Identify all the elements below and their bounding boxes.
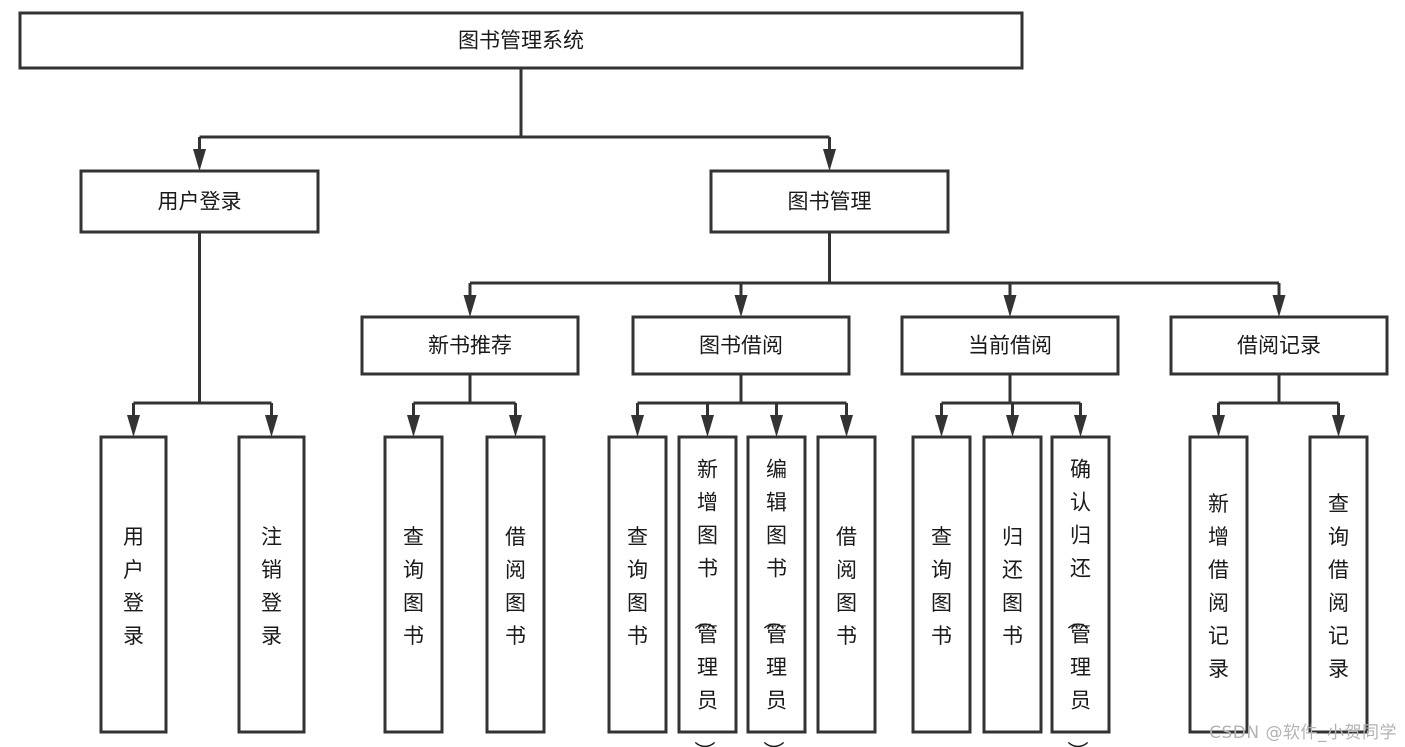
node-leaf-add-record-box[interactable]	[1188, 435, 1249, 734]
node-leaf-borrow-book-2-box[interactable]	[816, 435, 877, 734]
node-leaf-query-book-3[interactable]: 查询图书	[911, 435, 972, 734]
node-leaf-add-record[interactable]: 新增借阅记录	[1188, 435, 1249, 734]
node-leaf-add-book-box[interactable]	[677, 435, 738, 734]
connector-group-root	[193, 68, 836, 171]
node-user-login-box[interactable]	[79, 169, 320, 234]
node-book-borrow-box[interactable]	[631, 315, 851, 376]
connector-layer	[127, 68, 1345, 437]
node-leaf-borrow-book-1[interactable]: 借阅图书	[485, 435, 546, 734]
node-leaf-query-book-2-box[interactable]	[607, 435, 668, 734]
node-leaf-user-login[interactable]: 用户登录	[99, 435, 168, 734]
node-leaf-query-book-3-label: 查询图书	[931, 525, 952, 648]
node-leaf-edit-book-label: 编辑图书（管理员）	[761, 458, 787, 747]
node-leaf-logout[interactable]: 注销登录	[237, 435, 306, 734]
node-leaf-confirm-return-label: 确认归还（管理员）	[1065, 458, 1091, 747]
node-root[interactable]: 图书管理系统	[18, 11, 1024, 70]
node-new-book-recommend[interactable]: 新书推荐	[360, 315, 580, 376]
node-leaf-user-login-label: 用户登录	[123, 525, 144, 648]
node-leaf-query-record-label: 查询借阅记录	[1328, 492, 1349, 681]
node-new-book-recommend-box[interactable]	[360, 315, 580, 376]
node-leaf-borrow-book-1-label: 借阅图书	[505, 525, 526, 648]
node-leaf-query-book-3-box[interactable]	[911, 435, 972, 734]
node-leaf-logout-box[interactable]	[237, 435, 306, 734]
node-leaf-add-record-label: 新增借阅记录	[1208, 492, 1229, 681]
node-leaf-return-book-label: 归还图书	[1002, 525, 1023, 648]
node-leaf-query-book-1-label: 查询图书	[403, 525, 424, 648]
node-book-borrow[interactable]: 图书借阅	[631, 315, 851, 376]
node-leaf-query-book-1[interactable]: 查询图书	[383, 435, 444, 734]
node-current-borrow[interactable]: 当前借阅	[900, 315, 1120, 376]
node-leaf-user-login-box[interactable]	[99, 435, 168, 734]
node-borrow-record-box[interactable]	[1169, 315, 1389, 376]
connector-group-book-borrow	[631, 374, 853, 437]
node-leaf-add-book-label: 新增图书（管理员）	[692, 458, 718, 747]
node-current-borrow-label: 当前借阅	[968, 334, 1052, 358]
node-book-manage[interactable]: 图书管理	[709, 169, 950, 234]
connector-group-book-manage	[463, 232, 1286, 317]
node-current-borrow-box[interactable]	[900, 315, 1120, 376]
node-leaf-query-record[interactable]: 查询借阅记录	[1308, 435, 1369, 734]
node-leaf-add-book[interactable]: 新增图书（管理员）	[677, 435, 738, 747]
node-leaf-borrow-book-2-label: 借阅图书	[836, 525, 857, 648]
node-leaf-confirm-return-box[interactable]	[1050, 435, 1111, 734]
node-leaf-query-book-2-label: 查询图书	[627, 525, 648, 648]
node-book-manage-label: 图书管理	[788, 190, 872, 214]
node-borrow-record-label: 借阅记录	[1237, 334, 1321, 358]
connector-group-new-book-recommend	[407, 374, 522, 437]
watermark-text: CSDN @软件_小贺同学	[1209, 723, 1397, 743]
node-leaf-edit-book-box[interactable]	[746, 435, 807, 734]
node-user-login[interactable]: 用户登录	[79, 169, 320, 234]
connector-group-user-login	[127, 232, 278, 437]
node-new-book-recommend-label: 新书推荐	[428, 334, 512, 358]
node-borrow-record[interactable]: 借阅记录	[1169, 315, 1389, 376]
node-leaf-edit-book[interactable]: 编辑图书（管理员）	[746, 435, 807, 747]
node-leaf-borrow-book-2[interactable]: 借阅图书	[816, 435, 877, 734]
node-leaf-logout-label: 注销登录	[261, 525, 282, 648]
node-root-label: 图书管理系统	[458, 29, 584, 53]
node-leaf-query-record-box[interactable]	[1308, 435, 1369, 734]
node-book-manage-box[interactable]	[709, 169, 950, 234]
node-leaf-borrow-book-1-box[interactable]	[485, 435, 546, 734]
node-user-login-label: 用户登录	[158, 190, 242, 214]
node-leaf-confirm-return[interactable]: 确认归还（管理员）	[1050, 435, 1111, 747]
connector-group-current-borrow	[935, 374, 1087, 437]
node-root-box[interactable]	[18, 11, 1024, 70]
node-leaf-return-book-box[interactable]	[982, 435, 1043, 734]
node-leaf-query-book-1-box[interactable]	[383, 435, 444, 734]
node-book-borrow-label: 图书借阅	[699, 334, 783, 358]
node-leaf-query-book-2[interactable]: 查询图书	[607, 435, 668, 734]
connector-group-borrow-record	[1212, 374, 1345, 437]
node-leaf-return-book[interactable]: 归还图书	[982, 435, 1043, 734]
node-layer: 图书管理系统用户登录图书管理新书推荐图书借阅当前借阅借阅记录用户登录注销登录查询…	[18, 11, 1389, 747]
